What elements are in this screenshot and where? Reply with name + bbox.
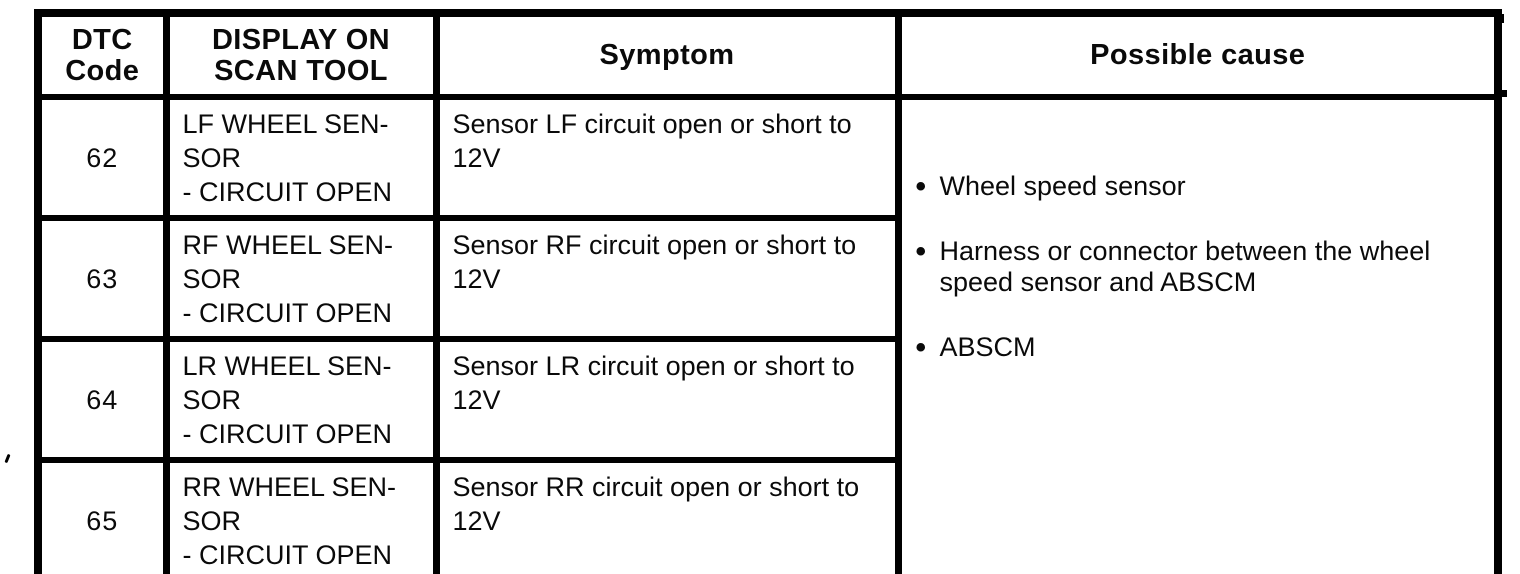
cell-display: RF WHEEL SEN- SOR - CIRCUIT OPEN [162, 215, 440, 342]
header-dtc-code: DTC Code [34, 10, 170, 100]
cause-item: • Harness or connector between the wheel… [905, 235, 1488, 298]
cause-item-label: ABSCM [939, 332, 1036, 362]
table-row: 65 RR WHEEL SEN- SOR - CIRCUIT OPEN Sens… [34, 457, 1498, 574]
cause-item-label: Wheel speed sensor [939, 171, 1186, 201]
cause-item: • ABSCM [905, 331, 1488, 364]
header-display-on-scan-tool: DISPLAY ON SCAN TOOL [162, 10, 440, 100]
scan-artifact-icon [1499, 90, 1507, 97]
header-symptom: Symptom [432, 10, 902, 100]
cell-display: RR WHEEL SEN- SOR - CIRCUIT OPEN [162, 457, 440, 574]
scan-artifact-icon [1499, 14, 1504, 23]
cell-dtc-code: 63 [34, 215, 170, 342]
scan-speck-icon [4, 453, 11, 464]
table-row: 62 LF WHEEL SEN- SOR - CIRCUIT OPEN Sens… [34, 94, 1502, 574]
cell-symptom: Sensor LR circuit open or short to 12V [432, 336, 902, 463]
cell-dtc-code: 62 [34, 94, 170, 221]
dtc-table: DTC Code DISPLAY ON SCAN TOOL Symptom Po… [34, 9, 1502, 574]
possible-cause-list: • Wheel speed sensor • Harness or connec… [905, 137, 1488, 397]
bullet-icon: • [915, 235, 927, 268]
cause-item-label: Harness or connector between the wheel s… [939, 236, 1431, 297]
cell-dtc-code: 65 [34, 457, 170, 574]
header-possible-cause: Possible cause [894, 10, 1502, 100]
cell-display: LF WHEEL SEN- SOR - CIRCUIT OPEN [162, 94, 440, 221]
cell-dtc-code: 64 [34, 336, 170, 463]
cause-item: • Wheel speed sensor [905, 170, 1488, 203]
cell-symptom: Sensor RR circuit open or short to 12V [432, 457, 902, 574]
header-row: DTC Code DISPLAY ON SCAN TOOL Symptom Po… [34, 10, 1502, 100]
bullet-icon: • [915, 170, 927, 203]
bullet-icon: • [915, 331, 927, 364]
table-row: 63 RF WHEEL SEN- SOR - CIRCUIT OPEN Sens… [34, 215, 1498, 342]
cell-possible-cause: • Wheel speed sensor • Harness or connec… [894, 94, 1502, 574]
cell-symptom: Sensor LF circuit open or short to 12V [432, 94, 902, 221]
cell-symptom: Sensor RF circuit open or short to 12V [432, 215, 902, 342]
table-row: 64 LR WHEEL SEN- SOR - CIRCUIT OPEN Sens… [34, 336, 1498, 463]
cell-display: LR WHEEL SEN- SOR - CIRCUIT OPEN [162, 336, 440, 463]
